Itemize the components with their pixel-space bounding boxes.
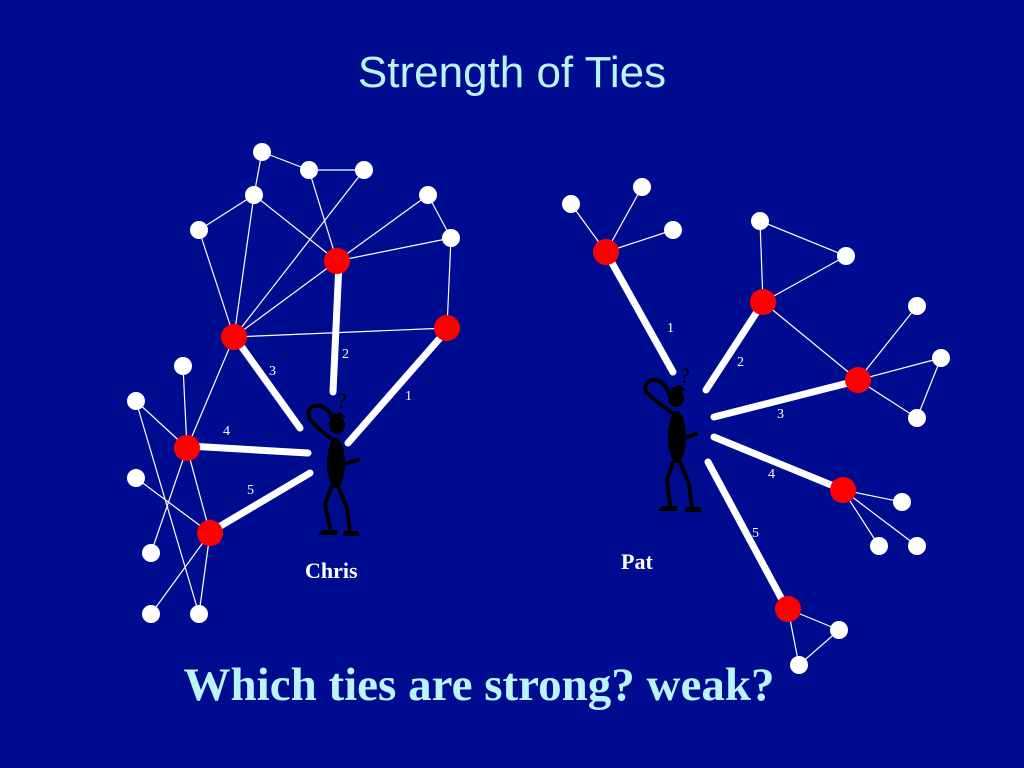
tie-node <box>197 520 223 546</box>
network-node <box>870 537 888 555</box>
right-network-nodes <box>562 178 950 674</box>
network-node <box>664 221 682 239</box>
tie-node <box>830 477 856 503</box>
chris-tie-5 <box>208 469 314 535</box>
network-node <box>127 469 145 487</box>
network-node <box>908 537 926 555</box>
network-node <box>442 229 460 247</box>
pat-figure: ? <box>643 363 702 512</box>
network-node <box>127 392 145 410</box>
tie-node <box>434 315 460 341</box>
tie-label: 3 <box>777 407 784 422</box>
left-network: 1 2 3 4 5 ? Chris <box>127 143 460 623</box>
tie-label: 1 <box>405 389 412 404</box>
network-node <box>253 143 271 161</box>
tie-node <box>750 289 776 315</box>
person-name-chris: Chris <box>305 558 358 583</box>
tie-label: 2 <box>342 347 349 362</box>
tie-node <box>324 248 350 274</box>
network-node <box>245 186 263 204</box>
right-network-thick-ties <box>603 250 860 611</box>
network-node <box>190 605 208 623</box>
tie-node <box>593 239 619 265</box>
left-network-nodes <box>127 143 460 623</box>
slide-question: Which ties are strong? weak? <box>183 659 775 711</box>
tie-label: 3 <box>269 364 276 379</box>
right-network-thin-edges <box>570 186 942 666</box>
person-name-pat: Pat <box>621 549 653 574</box>
slide-title: Strength of Ties <box>357 48 667 97</box>
network-node <box>932 349 950 367</box>
network-node <box>790 656 808 674</box>
network-node <box>893 493 911 511</box>
right-network: 1 2 3 4 5 ? Pat <box>562 178 950 674</box>
pat-tie-2 <box>702 300 766 394</box>
tie-node <box>845 367 871 393</box>
tie-label: 1 <box>667 321 674 336</box>
network-node <box>174 357 192 375</box>
tie-node <box>775 596 801 622</box>
tie-label: 4 <box>223 424 230 439</box>
network-node <box>908 297 926 315</box>
question-mark: ? <box>680 363 690 388</box>
network-node <box>633 178 651 196</box>
question-mark: ? <box>337 388 347 413</box>
network-node <box>190 221 208 239</box>
chris-tie-4 <box>185 442 312 457</box>
left-network-thick-ties <box>185 259 451 535</box>
pat-tie-4 <box>710 433 845 493</box>
right-tie-labels: 1 2 3 4 5 <box>667 321 784 541</box>
network-node <box>142 544 160 562</box>
network-node <box>751 212 769 230</box>
network-node <box>419 186 437 204</box>
pat-tie-3 <box>710 377 860 421</box>
network-node <box>908 409 926 427</box>
chris-tie-2 <box>329 259 343 396</box>
pat-tie-1 <box>603 250 677 376</box>
network-node <box>355 161 373 179</box>
network-node <box>562 195 580 213</box>
tie-label: 5 <box>752 526 759 541</box>
network-node <box>142 605 160 623</box>
network-node <box>830 621 848 639</box>
tie-label: 5 <box>247 483 254 498</box>
pat-tie-5 <box>704 458 790 611</box>
tie-node <box>174 435 200 461</box>
tie-label: 2 <box>737 355 744 370</box>
chris-tie-3 <box>232 335 304 432</box>
network-node <box>300 161 318 179</box>
chris-tie-1 <box>344 326 451 447</box>
tie-label: 4 <box>768 467 775 482</box>
tie-node <box>221 324 247 350</box>
left-tie-labels: 1 2 3 4 5 <box>223 347 412 498</box>
network-node <box>837 247 855 265</box>
chris-figure: ? <box>306 388 360 536</box>
